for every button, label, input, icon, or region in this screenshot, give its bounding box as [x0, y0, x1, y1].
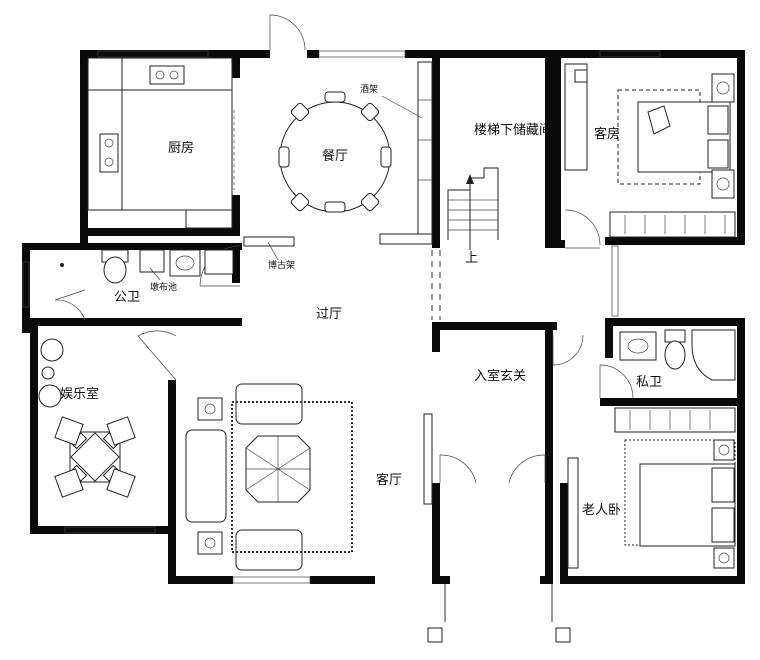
label-stair-up: 上: [465, 251, 478, 266]
living-furniture: [185, 383, 433, 571]
label-kitchen: 厨房: [168, 140, 194, 156]
label-elder: 老人卧: [582, 503, 621, 518]
elder-furniture: [567, 407, 736, 569]
label-storage: 楼梯下储藏间: [474, 123, 552, 138]
kitchen-fixtures: [87, 57, 235, 229]
dining-set: [243, 61, 433, 261]
label-entertainment: 娱乐室: [60, 386, 99, 402]
room-labels: 厨房 餐厅 楼梯下储藏间 客房 公卫 过厅 娱乐室 客厅 入室玄关 私卫 老人卧: [60, 123, 662, 518]
label-public-bath: 公卫: [114, 290, 140, 305]
label-private-bath: 私卫: [636, 375, 662, 390]
doors: [54, 14, 634, 484]
entertainment-furniture: [38, 338, 136, 498]
label-wine-rack: 酒架: [360, 84, 378, 95]
label-living: 客厅: [376, 472, 402, 488]
public-bath-fixtures: [60, 249, 234, 284]
walls: [22, 50, 745, 584]
label-curio-shelf: 博古架: [268, 259, 295, 271]
stairs: [447, 167, 499, 250]
guest-furniture: [564, 63, 736, 238]
label-mop-sink: 墩布池: [150, 281, 177, 293]
label-dining: 餐厅: [322, 148, 348, 164]
annotation-labels: 酒架 墩布池 博古架 上: [150, 84, 478, 293]
label-hall: 过厅: [316, 307, 342, 322]
label-guest: 客房: [594, 126, 620, 142]
label-entry: 入室玄关: [474, 368, 526, 384]
private-bath-fixtures: [619, 329, 736, 381]
